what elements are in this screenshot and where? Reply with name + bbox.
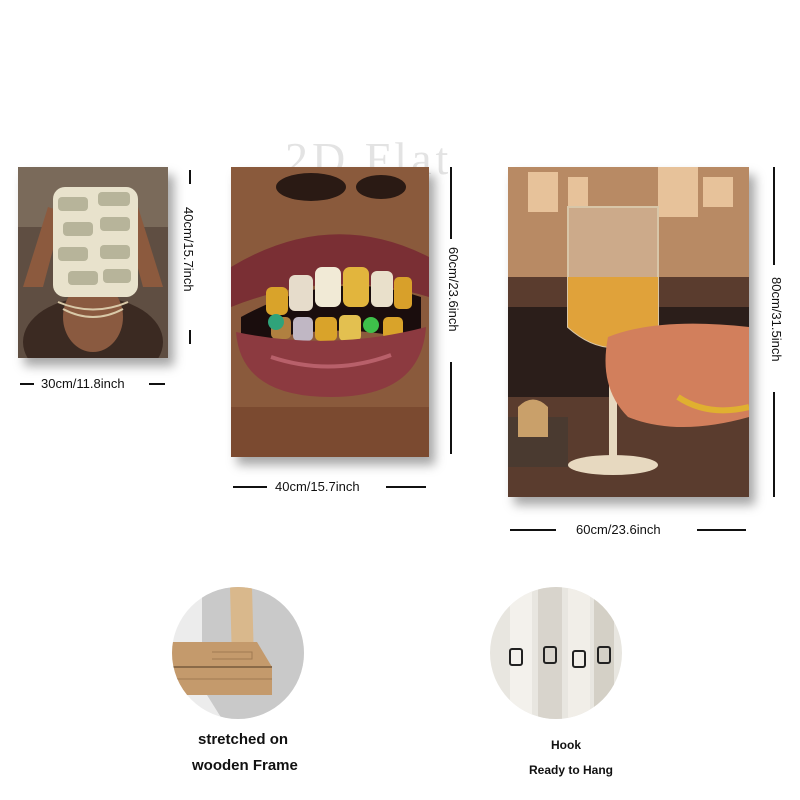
height-dimension-line-top [773,167,775,265]
width-dimension-line-left [510,529,556,531]
hook-photo [490,587,622,719]
money-hands-painting [18,167,168,358]
height-dimension-line-top [189,170,191,184]
width-dimension-line-left [233,486,267,488]
width-dimension-line-right [697,529,746,531]
wine-glass-hand-painting [508,167,749,497]
painting-2-height-label: 60cm/23.6inch [446,247,461,332]
frame-caption-line2: wooden Frame [192,757,298,774]
wooden-frame-icon [172,587,304,719]
height-dimension-line-bottom [450,362,452,454]
painting-3-height-label: 80cm/31.5inch [769,277,784,362]
lips-artwork [231,167,429,457]
painting-1-width-label: 30cm/11.8inch [41,376,125,391]
money-hands-artwork [18,167,168,358]
width-dimension-line-left [20,383,34,385]
painting-1-height-label: 40cm/15.7inch [181,207,196,292]
gold-grillz-lips-painting [231,167,429,457]
painting-3-width-label: 60cm/23.6inch [576,522,661,537]
width-dimension-line-right [386,486,426,488]
hook-caption-line1: Hook [551,738,581,752]
height-dimension-line-top [450,167,452,239]
width-dimension-line-right [149,383,165,385]
hook-icon [490,587,622,719]
hook-caption-line2: Ready to Hang [529,763,614,777]
height-dimension-line-bottom [189,330,191,344]
height-dimension-line-bottom [773,392,775,497]
frame-caption-line1: stretched on [198,731,289,748]
painting-2-width-label: 40cm/15.7inch [275,479,360,494]
wine-glass-artwork [508,167,749,497]
wooden-frame-photo [172,587,304,719]
